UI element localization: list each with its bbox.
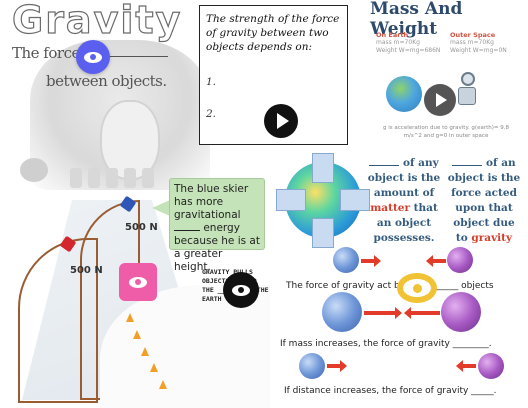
skier-callout: The blue skier has more gravitational en… (169, 178, 265, 273)
gravity-title: Gravity (11, 0, 183, 43)
skier-callout-line1: The blue skier has more gravitational (174, 183, 249, 221)
play-button[interactable] (264, 104, 298, 138)
earth-image (386, 76, 422, 112)
skier-callout-line2: energy because he is at a greater height… (174, 222, 260, 273)
eye-icon (129, 276, 147, 288)
notes-question: The strength of the force of gravity bet… (206, 13, 340, 53)
outer-space-weight: Weight W=mg=0N (450, 47, 507, 54)
outer-space-heading: Outer Space (450, 31, 496, 39)
reveal-answer-button[interactable] (76, 40, 110, 74)
play-icon (276, 113, 289, 129)
distance-blue-ball (299, 353, 325, 379)
mass-blank (369, 165, 400, 166)
mass-definition-matter: matter (370, 202, 411, 214)
lower-force-label: 500 N (70, 265, 103, 276)
lower-scaffold (18, 238, 98, 403)
mass-increase-caption: If mass increases, the force of gravity … (280, 339, 492, 349)
notes-panel: The strength of the force of gravity bet… (199, 5, 348, 145)
callout-tail (152, 200, 170, 216)
eye-icon (412, 283, 422, 293)
newton-face (100, 100, 160, 180)
small-purple-ball (447, 247, 473, 273)
on-earth-mass: mass m=70Kg (376, 39, 420, 46)
arrow-up-shape (312, 218, 334, 248)
between-objects-text: between objects. (46, 72, 167, 90)
reveal-yellow-button[interactable] (397, 273, 437, 303)
mass-weight-title: Mass And Weight (370, 0, 463, 39)
energy-blank (174, 230, 200, 231)
arrow-left-icon (426, 255, 446, 267)
eye-icon (84, 51, 102, 63)
mass-weight-play-button[interactable] (424, 84, 456, 116)
play-icon (436, 93, 447, 107)
reveal-black-button[interactable] (223, 272, 259, 308)
cone-icon (141, 347, 149, 356)
weight-definition-pre: of an object is the force acted upon tha… (447, 157, 521, 244)
mass-definition: of any object is the amount of matter th… (366, 156, 442, 246)
arrow-right-icon (361, 255, 381, 267)
weight-definition-gravity: gravity (471, 232, 513, 244)
small-blue-ball (333, 247, 359, 273)
distance-increase-caption: If distance increases, the force of grav… (284, 386, 497, 396)
weight-definition: of an object is the force acted upon tha… (446, 156, 522, 246)
arrow-right-icon (327, 360, 347, 372)
cone-icon (150, 363, 158, 372)
arrow-right-shape (276, 189, 306, 211)
flask-images (70, 168, 180, 188)
distance-purple-ball (478, 353, 504, 379)
on-earth-heading: On Earth (376, 31, 409, 39)
reveal-pink-button[interactable] (119, 263, 157, 301)
eye-icon (232, 284, 250, 296)
outer-space-column: Outer Space mass m=70Kg Weight W=mg=0N (450, 31, 507, 55)
cone-icon (159, 380, 167, 389)
weight-blank (452, 165, 483, 166)
cone-icon (126, 313, 134, 322)
arrow-down-shape (312, 153, 334, 183)
mass-definition-pre: of any object is the amount of (367, 157, 441, 199)
apple-image (20, 158, 48, 182)
notes-item-2: 2. (206, 108, 217, 120)
arrow-left-shape (340, 189, 370, 211)
outer-space-mass: mass m=70Kg (450, 39, 494, 46)
astronaut-image (458, 72, 478, 106)
on-earth-column: On Earth mass m=70Kg Weight W=mg=686N (376, 31, 440, 55)
upper-force-label: 500 N (125, 222, 158, 233)
large-blue-ball (322, 292, 362, 332)
gravity-footnote: g is acceleration due to gravity. g(eart… (383, 125, 509, 139)
mass-definition-post: that an object possesses. (373, 202, 438, 244)
large-purple-ball (441, 292, 481, 332)
newton-portrait (30, 40, 210, 190)
arrow-right-icon (364, 307, 402, 319)
gravity-between-caption: The force of gravity act between _____ o… (286, 281, 494, 291)
on-earth-weight: Weight W=mg=686N (376, 47, 441, 54)
arrow-left-icon (456, 360, 476, 372)
force-blank-line (108, 56, 168, 57)
notes-item-1: 1. (206, 76, 217, 88)
arrow-left-icon (404, 307, 440, 319)
cone-icon (133, 330, 141, 339)
